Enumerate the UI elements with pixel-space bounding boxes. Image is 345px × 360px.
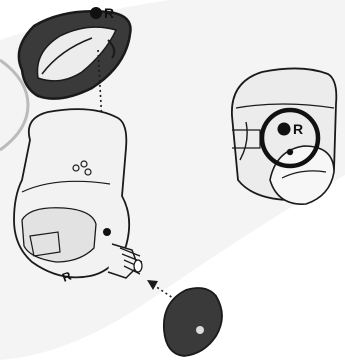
earbud-dot <box>103 228 111 236</box>
earbud: R <box>14 109 142 285</box>
wing-tip-side-letter: R <box>104 5 114 21</box>
detail-view: 1 R <box>232 68 336 204</box>
detail-dot <box>287 149 293 155</box>
wing-tip-badge-number: 1 <box>93 9 98 19</box>
detail-side-letter: R <box>293 121 303 137</box>
detail-badge-number: 1 <box>281 125 287 136</box>
ear-tip <box>164 288 222 356</box>
ear-tip-opening <box>196 326 204 334</box>
